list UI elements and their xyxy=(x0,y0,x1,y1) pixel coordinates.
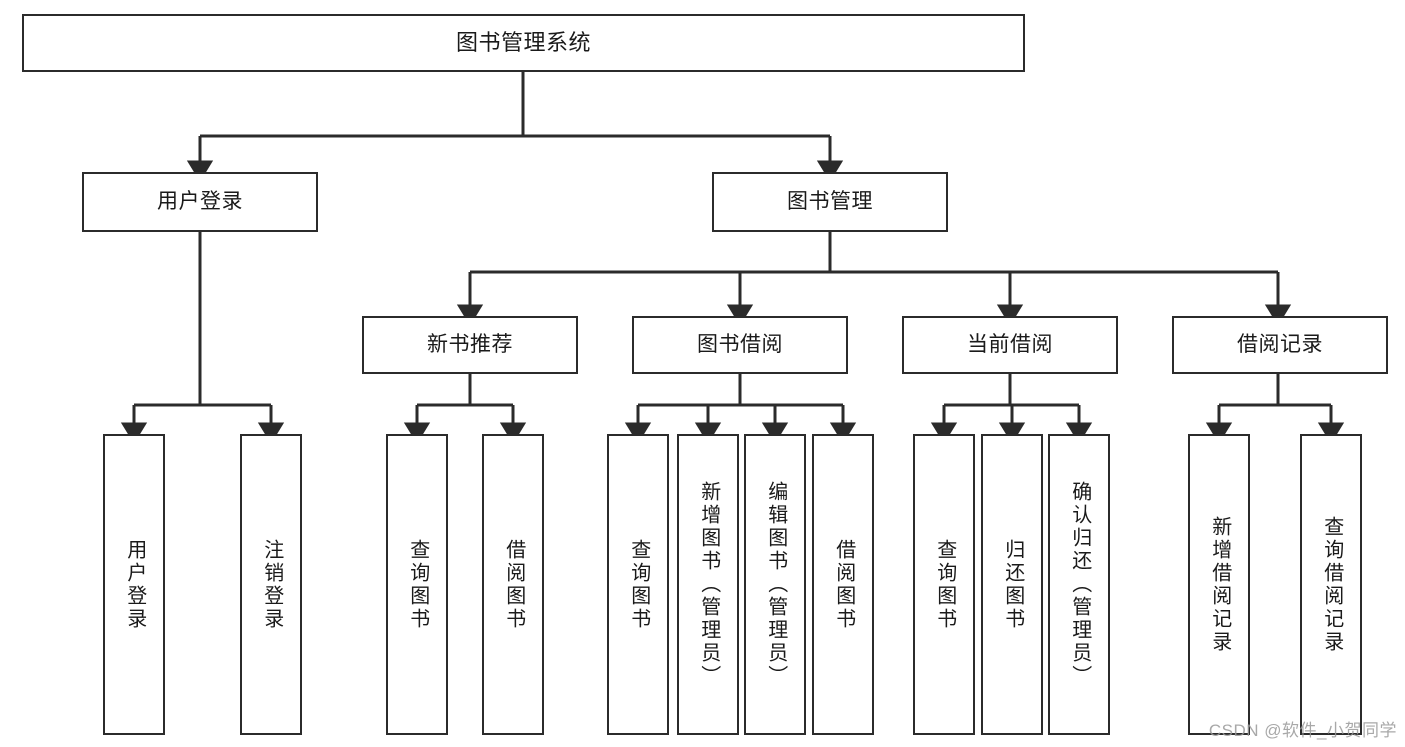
node-user-login-label: 用户登录 xyxy=(157,189,243,213)
node-leaf-borrow-book-2-label: 借阅图书 xyxy=(832,538,855,631)
node-leaf-user-login-label: 用户登录 xyxy=(123,538,146,631)
node-leaf-logout[interactable]: 注销登录 xyxy=(240,434,302,735)
node-leaf-confirm-return[interactable]: 确认归还（管理员） xyxy=(1048,434,1110,735)
node-leaf-query-book-2-label: 查询图书 xyxy=(627,538,650,631)
node-leaf-query-book-1-label: 查询图书 xyxy=(406,538,429,631)
node-leaf-add-book-label: 新增图书（管理员） xyxy=(697,481,720,688)
node-book-manage-label: 图书管理 xyxy=(787,189,873,213)
node-current-borrow[interactable]: 当前借阅 xyxy=(902,316,1118,374)
node-leaf-return-book-label: 归还图书 xyxy=(1001,538,1024,631)
node-borrow-record[interactable]: 借阅记录 xyxy=(1172,316,1388,374)
node-leaf-add-book[interactable]: 新增图书（管理员） xyxy=(677,434,739,735)
node-user-login[interactable]: 用户登录 xyxy=(82,172,318,232)
node-leaf-query-book-3-label: 查询图书 xyxy=(933,538,956,631)
node-root-label: 图书管理系统 xyxy=(455,30,591,56)
node-book-borrow-label: 图书借阅 xyxy=(697,332,783,356)
node-leaf-query-book-2[interactable]: 查询图书 xyxy=(607,434,669,735)
node-leaf-confirm-return-label: 确认归还（管理员） xyxy=(1068,481,1091,688)
node-leaf-borrow-book-1-label: 借阅图书 xyxy=(502,538,525,631)
node-book-borrow[interactable]: 图书借阅 xyxy=(632,316,848,374)
node-book-manage[interactable]: 图书管理 xyxy=(712,172,948,232)
node-leaf-query-record[interactable]: 查询借阅记录 xyxy=(1300,434,1362,735)
node-new-book-recommend-label: 新书推荐 xyxy=(427,332,513,356)
edge-paths xyxy=(120,72,1345,444)
node-root[interactable]: 图书管理系统 xyxy=(22,14,1025,72)
node-leaf-edit-book-label: 编辑图书（管理员） xyxy=(764,481,787,688)
node-leaf-return-book[interactable]: 归还图书 xyxy=(981,434,1043,735)
node-leaf-borrow-book-1[interactable]: 借阅图书 xyxy=(482,434,544,735)
node-borrow-record-label: 借阅记录 xyxy=(1237,332,1323,356)
node-leaf-query-book-3[interactable]: 查询图书 xyxy=(913,434,975,735)
node-leaf-user-login[interactable]: 用户登录 xyxy=(103,434,165,735)
node-leaf-borrow-book-2[interactable]: 借阅图书 xyxy=(812,434,874,735)
node-leaf-add-record[interactable]: 新增借阅记录 xyxy=(1188,434,1250,735)
node-leaf-add-record-label: 新增借阅记录 xyxy=(1208,515,1231,654)
node-current-borrow-label: 当前借阅 xyxy=(967,332,1053,356)
node-leaf-logout-label: 注销登录 xyxy=(260,538,283,631)
node-leaf-query-record-label: 查询借阅记录 xyxy=(1320,515,1343,654)
node-leaf-query-book-1[interactable]: 查询图书 xyxy=(386,434,448,735)
node-leaf-edit-book[interactable]: 编辑图书（管理员） xyxy=(744,434,806,735)
node-new-book-recommend[interactable]: 新书推荐 xyxy=(362,316,578,374)
csdn-watermark: CSDN @软件_小贺同学 xyxy=(1208,721,1397,740)
